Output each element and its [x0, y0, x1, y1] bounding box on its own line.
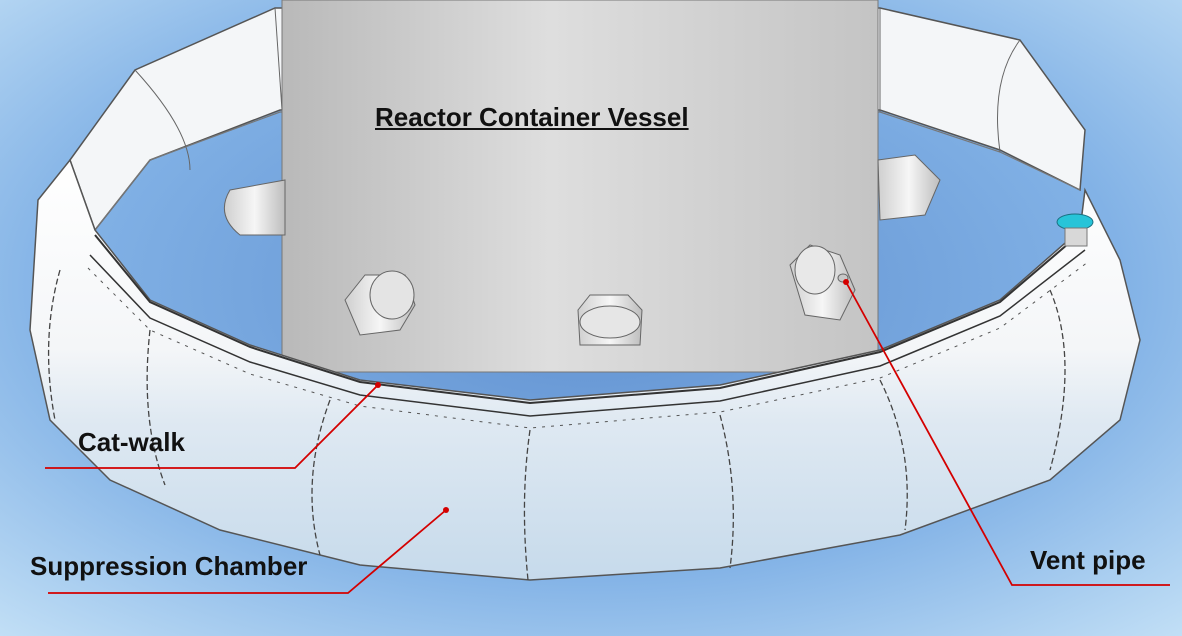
reactor-container-vessel-label: Reactor Container Vessel	[375, 102, 689, 132]
top-hatch-marker	[1056, 213, 1094, 247]
leader-line-catwalk	[45, 384, 379, 469]
vent-pipe-right-back	[877, 154, 941, 221]
vent-pipes	[223, 154, 941, 346]
torus-segment-seams	[47, 269, 1066, 581]
vent-pipe-right	[789, 244, 856, 321]
vent-pipe-label: Vent pipe	[1030, 545, 1146, 575]
vent-pipe-left	[344, 270, 416, 336]
leader-line-suppression	[48, 509, 447, 594]
suppression-chamber-label: Suppression Chamber	[30, 551, 308, 581]
vent-pipe-center	[577, 294, 643, 346]
leader-dots	[375, 279, 849, 513]
suppression-chamber-torus	[29, 158, 1141, 581]
vent-pipe-left-back	[223, 179, 286, 236]
torus-back-seams	[134, 7, 1021, 171]
leader-lines	[45, 281, 1170, 594]
cat-walk-label: Cat-walk	[78, 427, 185, 457]
leader-line-vent	[845, 281, 1170, 586]
cat-walk	[87, 231, 1089, 429]
